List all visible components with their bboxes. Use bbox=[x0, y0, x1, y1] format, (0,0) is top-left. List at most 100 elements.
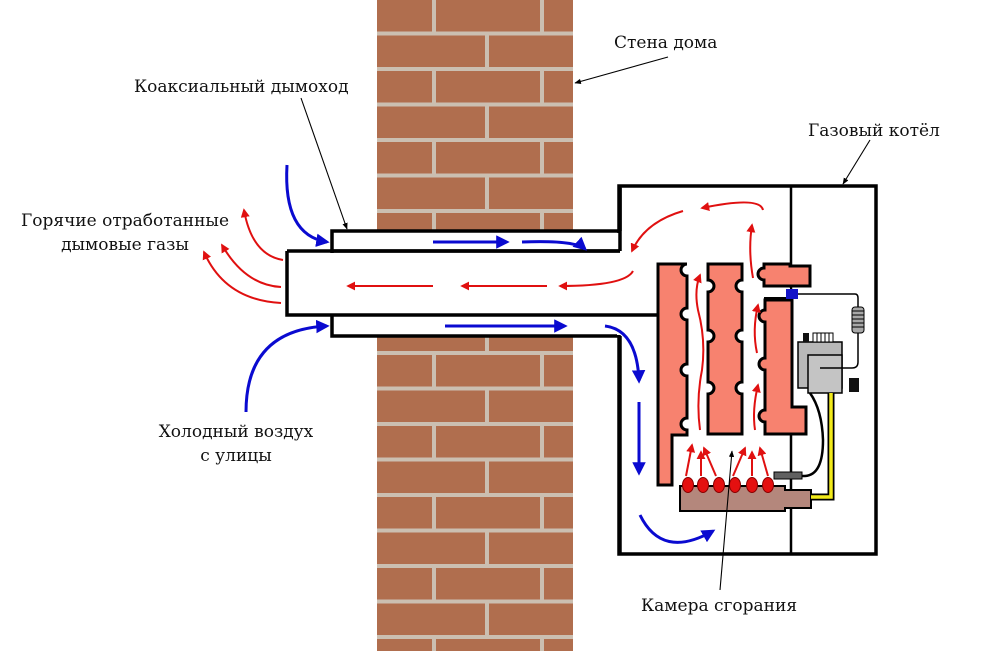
mortar-joint bbox=[377, 102, 573, 107]
mortar-joint bbox=[377, 351, 573, 355]
mortar-joint bbox=[377, 386, 573, 391]
heat-exchanger-gap bbox=[766, 288, 790, 298]
mortar-joint bbox=[377, 31, 573, 36]
gas-valve-terminal bbox=[803, 333, 809, 342]
mortar-joint bbox=[432, 355, 436, 387]
leader-lines bbox=[300, 56, 871, 591]
mortar-joint bbox=[485, 461, 489, 493]
mortar-joint bbox=[540, 426, 544, 458]
mortar-joint bbox=[540, 497, 544, 529]
hot-gas-arrow bbox=[693, 273, 705, 431]
label-coaxial-chimney: Коаксиальный дымоход bbox=[134, 77, 349, 97]
ignition-wire bbox=[801, 392, 825, 478]
heat-exchanger-left-section bbox=[656, 262, 689, 487]
mortar-joint bbox=[540, 213, 544, 245]
label-exhaust-line1: Горячие отработанные bbox=[20, 211, 230, 231]
mortar-joint bbox=[432, 71, 436, 103]
leader-combustion-chamber bbox=[719, 450, 735, 591]
gas-valve-knob bbox=[849, 378, 859, 392]
cold-air-arrow bbox=[285, 164, 330, 247]
label-wall: Стена дома bbox=[614, 33, 718, 53]
flame bbox=[762, 477, 774, 493]
cold-air-arrow bbox=[244, 319, 330, 413]
hot-gas-arrow bbox=[732, 446, 747, 477]
mortar-joint bbox=[377, 599, 573, 604]
hot-gas-arrow bbox=[746, 223, 756, 279]
leader-chimney bbox=[300, 97, 348, 230]
mortar-joint bbox=[540, 142, 544, 174]
label-exhaust: Горячие отработанные дымовые газы bbox=[14, 209, 236, 257]
gas-valve-connector bbox=[812, 332, 834, 343]
cold-air-arrows bbox=[244, 164, 716, 544]
mortar-joint bbox=[377, 67, 573, 71]
cold-air-arrow bbox=[604, 324, 646, 384]
flame bbox=[713, 477, 725, 493]
mortar-joint bbox=[485, 177, 489, 209]
hot-gas-arrow bbox=[702, 446, 717, 477]
hot-gas-arrow bbox=[558, 270, 634, 291]
label-exhaust-line2: дымовые газы bbox=[61, 235, 189, 255]
mortar-joint bbox=[485, 35, 489, 67]
mortar-joint bbox=[377, 493, 573, 497]
label-boiler: Газовый котёл bbox=[808, 121, 940, 141]
mortar-joint bbox=[377, 457, 573, 462]
leader-boiler bbox=[842, 139, 871, 185]
hot-gas-arrow bbox=[630, 210, 684, 253]
hot-gas-arrow bbox=[751, 303, 761, 354]
flame bbox=[729, 477, 741, 493]
gas-valve bbox=[773, 289, 865, 501]
mortar-joint bbox=[485, 390, 489, 422]
hot-gas-arrow bbox=[202, 250, 282, 304]
label-cold-air: Холодный воздух с улицы bbox=[150, 420, 322, 468]
mortar-joint bbox=[540, 639, 544, 651]
hot-gas-arrow bbox=[685, 443, 696, 477]
heat-exchanger-middle-section bbox=[706, 262, 744, 436]
thermocouple-sensor bbox=[786, 289, 798, 299]
heat-exchanger-right-top bbox=[756, 262, 812, 288]
burner-flames bbox=[682, 477, 774, 493]
heat-exchanger bbox=[656, 262, 812, 487]
mortar-joint bbox=[377, 209, 573, 213]
cold-air-arrow bbox=[638, 514, 716, 544]
hot-gas-arrow bbox=[751, 383, 761, 431]
leader-wall bbox=[574, 56, 669, 84]
hot-gas-arrow bbox=[240, 208, 284, 261]
mortar-joint bbox=[540, 71, 544, 103]
hot-gas-arrows bbox=[202, 201, 769, 477]
hot-gas-arrow bbox=[757, 446, 769, 477]
mortar-joint bbox=[432, 497, 436, 529]
label-cold-air-line1: Холодный воздух bbox=[158, 422, 314, 442]
gas-valve-front bbox=[807, 354, 843, 394]
mortar-joint bbox=[485, 532, 489, 564]
mortar-joint bbox=[377, 635, 573, 639]
mortar-joint bbox=[432, 426, 436, 458]
mortar-joint bbox=[540, 355, 544, 387]
ignition-electrode bbox=[773, 471, 803, 480]
cold-air-arrow bbox=[521, 236, 588, 251]
hot-gas-arrow bbox=[221, 243, 282, 288]
mortar-joint bbox=[485, 106, 489, 138]
mortar-joint bbox=[432, 0, 436, 32]
thermocouple-wire bbox=[797, 293, 859, 369]
mortar-joint bbox=[432, 568, 436, 600]
mortar-joint bbox=[377, 138, 573, 142]
flame bbox=[746, 477, 758, 493]
flame bbox=[682, 477, 694, 493]
mortar-joint bbox=[377, 564, 573, 568]
mortar-joint bbox=[432, 639, 436, 651]
hot-gas-arrow bbox=[700, 201, 764, 211]
heat-exchanger-right-section bbox=[757, 298, 808, 436]
mortar-joint bbox=[432, 213, 436, 245]
burner-bar bbox=[679, 485, 812, 512]
mortar-joint bbox=[377, 528, 573, 533]
label-combustion-chamber: Камера сгорания bbox=[641, 596, 798, 616]
mortar-joint bbox=[485, 603, 489, 635]
mortar-joint bbox=[432, 142, 436, 174]
label-cold-air-line2: с улицы bbox=[200, 446, 272, 466]
mortar-joint bbox=[377, 173, 573, 178]
mortar-joint bbox=[377, 422, 573, 426]
mortar-joint bbox=[540, 568, 544, 600]
mortar-joint bbox=[540, 0, 544, 32]
burner bbox=[679, 477, 812, 512]
